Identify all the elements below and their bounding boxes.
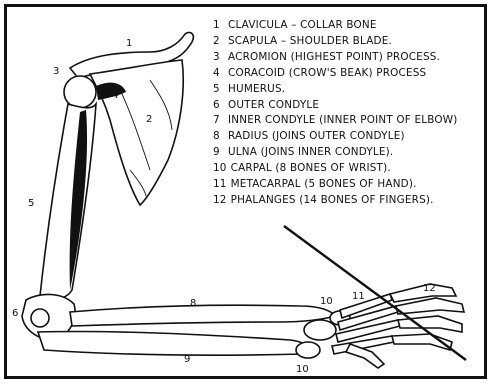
legend-number: 6 (213, 98, 224, 114)
legend-number: 8 (213, 129, 224, 145)
humerus-bone (40, 104, 96, 299)
legend-number: 2 (213, 34, 224, 50)
callout-9: 9 (184, 354, 190, 365)
legend-number: 4 (213, 66, 224, 82)
legend-item: 6 OUTER CONDYLE (213, 98, 458, 114)
legend-number: 12 (213, 193, 227, 209)
ulna-bone (38, 331, 308, 355)
legend-label: PHALANGES (14 BONES OF FINGERS). (231, 194, 434, 206)
callout-8: 8 (190, 298, 196, 309)
legend-item: 11 METACARPAL (5 BONES OF HAND). (213, 177, 458, 193)
callout-5: 5 (28, 198, 34, 209)
legend-label: OUTER CONDYLE (228, 99, 319, 111)
callout-4: 4 (112, 90, 118, 101)
legend-item: 12 PHALANGES (14 BONES OF FINGERS). (213, 193, 458, 209)
legend-item: 2 SCAPULA – SHOULDER BLADE. (213, 34, 458, 50)
scapula-bone (90, 60, 183, 205)
legend-label: RADIUS (JOINS OUTER CONDYLE) (228, 130, 405, 142)
legend-label: HUMERUS. (228, 83, 285, 95)
legend-item: 8 RADIUS (JOINS OUTER CONDYLE) (213, 129, 458, 145)
legend-label: ACROMION (HIGHEST POINT) PROCESS. (228, 51, 440, 63)
callout-12: 12 (423, 283, 436, 294)
legend-number: 9 (213, 145, 224, 161)
callout-10-top: 10 (320, 296, 333, 307)
legend-number: 3 (213, 50, 224, 66)
bone-legend: 1 CLAVICULA – COLLAR BONE 2 SCAPULA – SHOU… (213, 18, 458, 209)
legend-item: 4 CORACOID (CROW'S BEAK) PROCESS (213, 66, 458, 82)
legend-item: 5 HUMERUS. (213, 82, 458, 98)
legend-number: 11 (213, 177, 227, 193)
legend-label: SCAPULA – SHOULDER BLADE. (228, 35, 392, 47)
legend-number: 1 (213, 18, 224, 34)
legend-label: CARPAL (8 BONES OF WRIST). (231, 162, 391, 174)
callout-10-bottom: 10 (296, 364, 309, 375)
legend-number: 5 (213, 82, 224, 98)
legend-number: 10 (213, 161, 227, 177)
legend-item: 1 CLAVICULA – COLLAR BONE (213, 18, 458, 34)
callout-2: 2 (146, 114, 152, 125)
legend-item: 7 INNER CONDYLE (INNER POINT OF ELBOW) (213, 113, 458, 129)
legend-label: INNER CONDYLE (INNER POINT OF ELBOW) (228, 114, 458, 126)
callout-6: 6 (12, 308, 18, 319)
legend-item: 10 CARPAL (8 BONES OF WRIST). (213, 161, 458, 177)
callout-11: 11 (352, 291, 365, 302)
legend-label: CLAVICULA – COLLAR BONE (228, 19, 377, 31)
legend-item: 9 ULNA (JOINS INNER CONDYLE). (213, 145, 458, 161)
legend-number: 7 (213, 113, 224, 129)
legend-label: ULNA (JOINS INNER CONDYLE). (228, 146, 393, 158)
callout-1: 1 (126, 38, 132, 49)
legend-label: METACARPAL (5 BONES OF HAND). (231, 178, 417, 190)
radius-bone (70, 305, 336, 326)
callout-3: 3 (53, 66, 59, 77)
legend-label: CORACOID (CROW'S BEAK) PROCESS (228, 67, 426, 79)
legend-item: 3 ACROMION (HIGHEST POINT) PROCESS. (213, 50, 458, 66)
